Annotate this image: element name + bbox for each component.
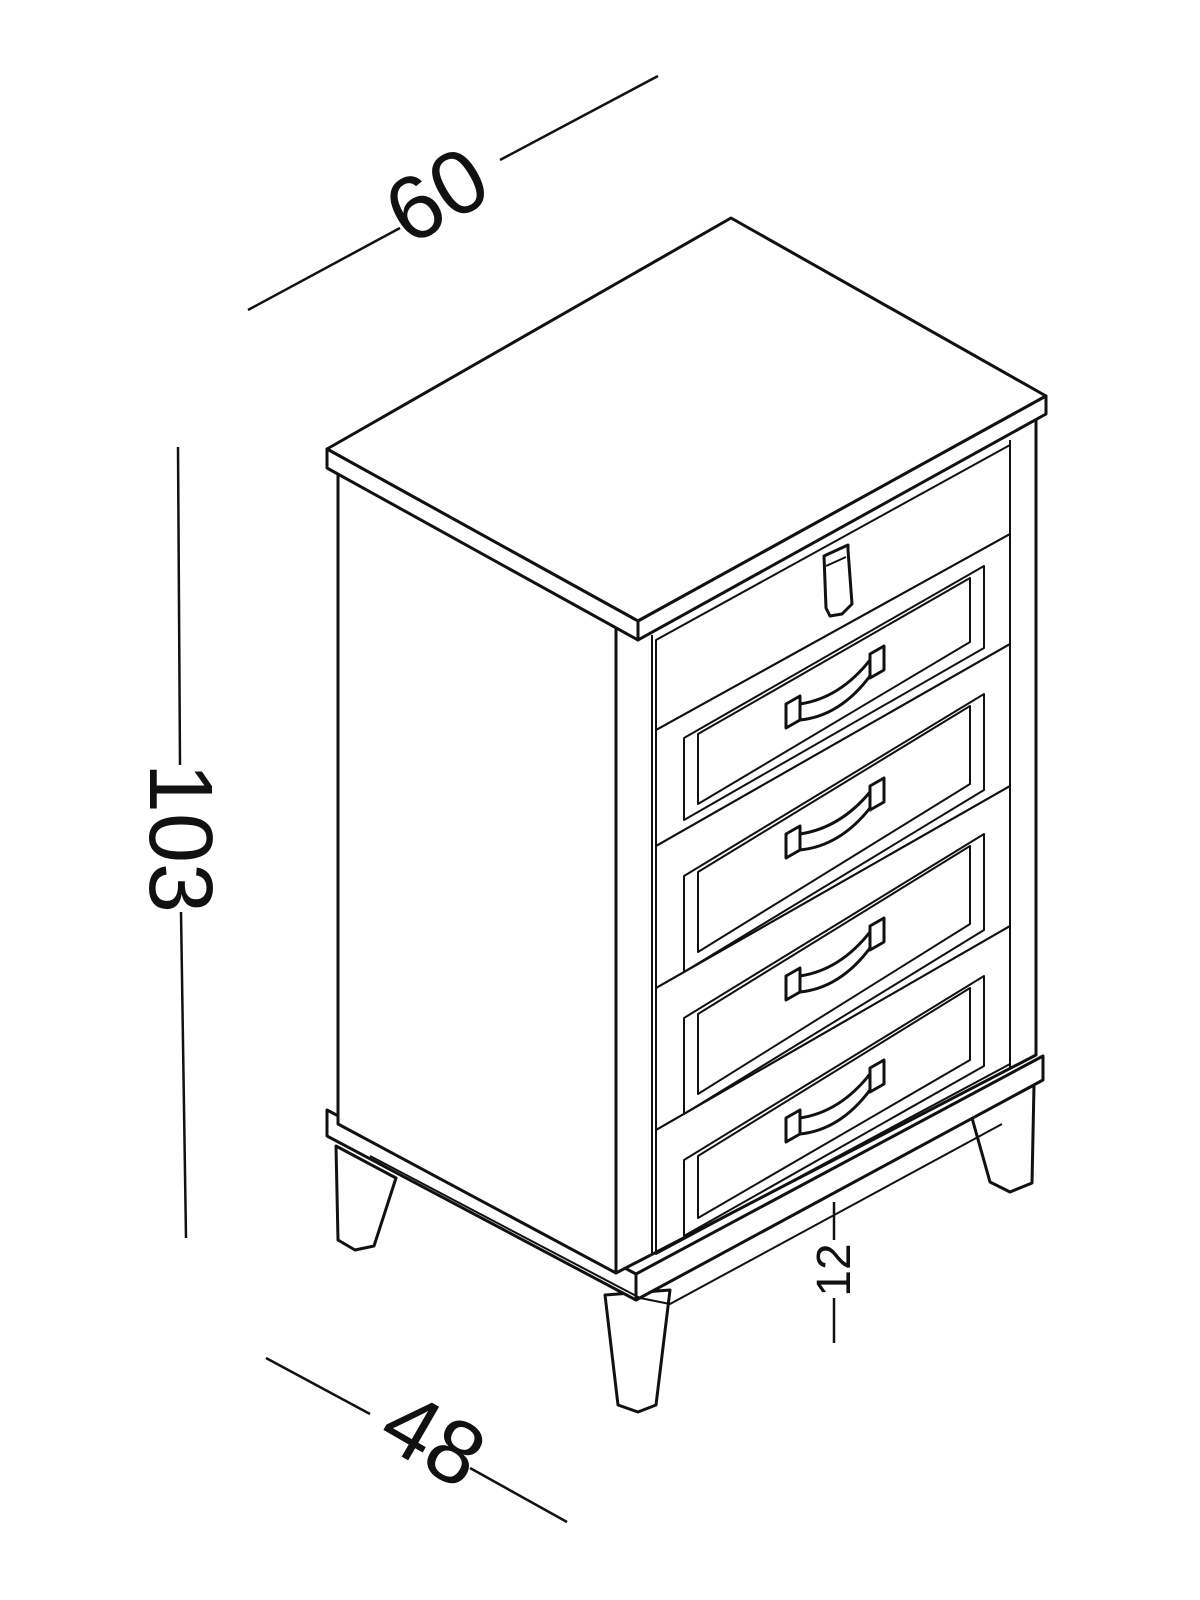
drawer-5-panel-inner xyxy=(697,987,971,1219)
drawer-2-panel-outer xyxy=(683,565,985,821)
leg-height-dimension: 12 xyxy=(808,1202,861,1343)
depth-dimension: 48 xyxy=(265,1356,568,1524)
height-dimension: 103 xyxy=(130,446,230,1239)
drawer-4-handle[interactable] xyxy=(784,916,886,1002)
plinth-front xyxy=(634,1054,1045,1302)
leg-height-label: 12 xyxy=(808,1243,861,1296)
drawer-4[interactable] xyxy=(655,785,1011,1131)
drawer-3-panel-inner xyxy=(697,705,971,953)
height-label: 103 xyxy=(130,763,230,913)
width-dimension: 60 xyxy=(247,74,659,312)
drawer-5[interactable] xyxy=(655,925,1011,1255)
height-dimension-line-top xyxy=(176,446,182,766)
height-dimension-line-bottom xyxy=(179,911,188,1239)
width-dimension-line-right xyxy=(499,74,659,162)
drawer-2-panel-inner xyxy=(697,577,971,805)
drawer-1-strap-handle[interactable] xyxy=(822,543,854,618)
top-edge-front xyxy=(636,394,1048,642)
top-slab xyxy=(325,216,1048,642)
width-dimension-line-left xyxy=(247,226,401,312)
drawer-5-handle[interactable] xyxy=(784,1058,886,1144)
width-label: 60 xyxy=(369,128,506,265)
drawer-1-strap-fold xyxy=(825,556,847,567)
plinth-recess xyxy=(369,1123,1003,1305)
drawer-4-panel-inner xyxy=(697,845,971,1095)
depth-label: 48 xyxy=(365,1372,502,1509)
depth-dimension-line-left xyxy=(265,1356,371,1416)
depth-dimension-line-right xyxy=(469,1466,568,1524)
drawer-3-handle[interactable] xyxy=(784,776,886,860)
drawer-3-panel-outer xyxy=(683,693,985,973)
drawer-5-panel-outer xyxy=(683,975,985,1237)
leg-back-left xyxy=(334,1144,398,1252)
drawer-2-handle[interactable] xyxy=(784,644,886,730)
drawer-4-panel-outer xyxy=(683,833,985,1115)
drawer-5-front xyxy=(655,925,1011,1255)
leg-front-left xyxy=(603,1288,672,1414)
legs xyxy=(334,1083,1036,1414)
